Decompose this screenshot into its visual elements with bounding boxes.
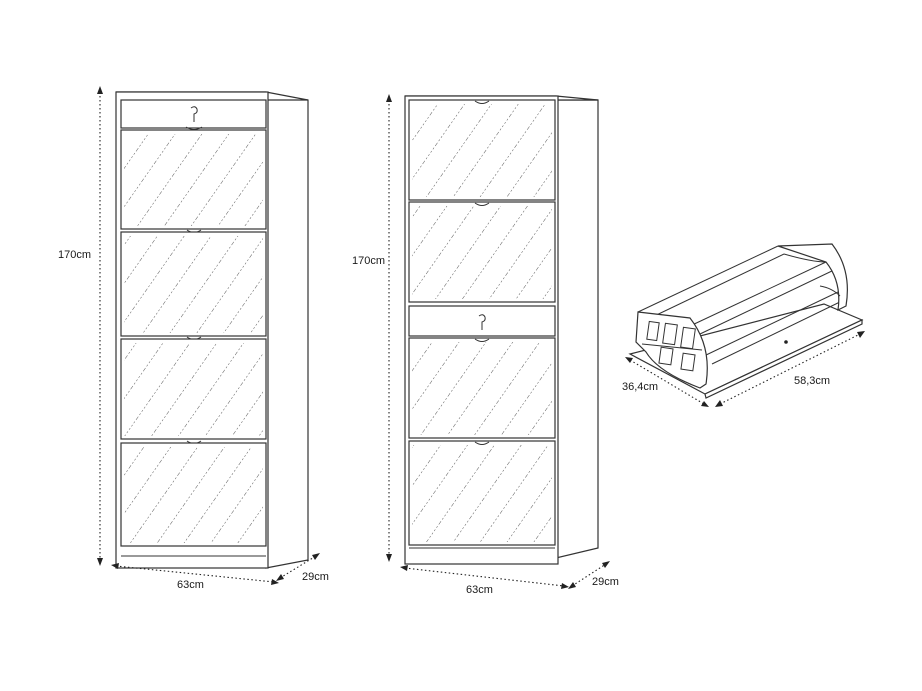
shoe-rack-depth-label: 36,4cm (622, 381, 658, 393)
cabinet-right-side-panel (555, 99, 599, 559)
cabinet-right-middle-drawer (408, 305, 556, 337)
cabinet-right (404, 95, 599, 565)
cabinet-left-width-label: 63cm (177, 579, 204, 591)
cabinet-right-width-label: 63cm (466, 584, 493, 596)
cabinet-left-depth-label: 29cm (302, 571, 329, 583)
cabinet-right-dimensions: 170cm 63cm 29cm (352, 94, 619, 596)
cabinet-right-drawer-handle-icon (478, 314, 486, 330)
cabinet-left-depth-line (279, 555, 317, 579)
cabinet-right-height-label: 170cm (352, 255, 385, 267)
cabinet-left-side-panel (265, 95, 309, 569)
cabinet-right-width-line (404, 567, 565, 587)
shoe-rack-width-label: 58,3cm (794, 375, 830, 387)
shoe-rack-left-end (635, 311, 708, 389)
cabinet-left-width-line (115, 565, 275, 583)
cabinet-left-height-label: 170cm (58, 249, 91, 261)
cabinet-left (115, 91, 309, 569)
cabinet-right-depth-line (571, 563, 607, 587)
cabinet-right-depth-label: 29cm (592, 576, 619, 588)
shoe-rack-right-end (777, 243, 848, 312)
shoe-rack-dimensions: 36,4cm 58,3cm (622, 331, 865, 407)
shoe-rack (628, 243, 864, 399)
cabinet-left-dimensions: 170cm 63cm 29cm (58, 86, 329, 591)
cabinet-left-drawer-handle-icon (190, 106, 198, 122)
